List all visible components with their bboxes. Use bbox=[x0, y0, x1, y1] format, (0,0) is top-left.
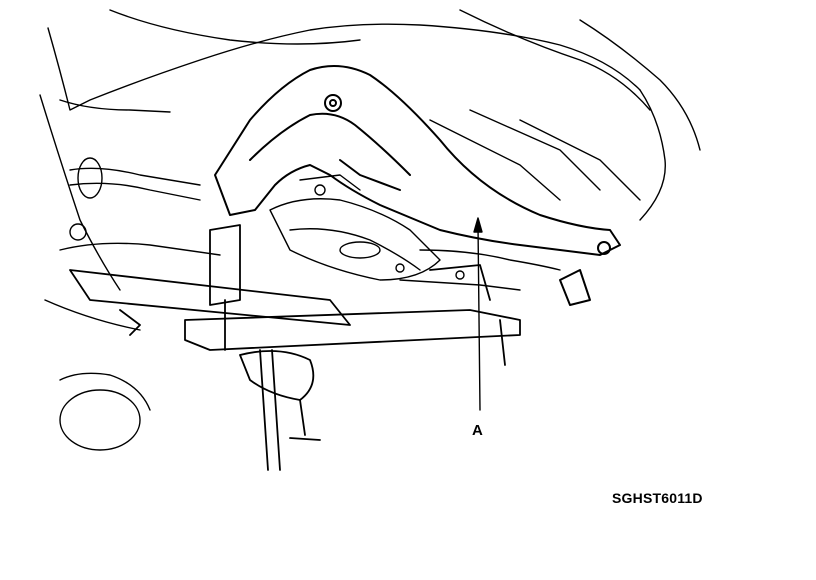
subframe-crossmember bbox=[214, 65, 621, 306]
jack-support-tool bbox=[69, 224, 521, 471]
powertrain bbox=[269, 174, 561, 291]
figure-code: SGHST6011D bbox=[612, 490, 703, 506]
left-suspension bbox=[44, 157, 221, 451]
callout-a-label: A bbox=[472, 422, 483, 439]
callout-a-leader bbox=[473, 217, 483, 411]
vehicle-underbody bbox=[39, 9, 701, 291]
